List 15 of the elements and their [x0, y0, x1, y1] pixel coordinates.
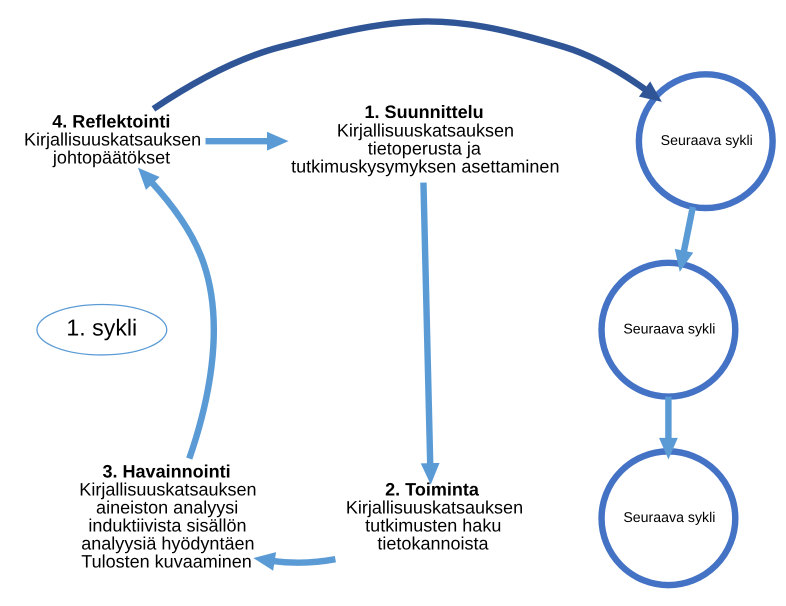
node-text: 4. Reflektointi Kirjallisuuskatsauksen johtopäätökset: [24, 111, 202, 168]
arrow: [674, 206, 696, 272]
node-circle: Seuraava sykli: [636, 71, 776, 212]
node-circle: Seuraava sykli: [598, 260, 738, 400]
node-circle: Seuraava sykli: [598, 448, 738, 588]
node-text: 1. Suunnittelu Kirjallisuuskatsauksen tietoperusta ja tutkimuskysymyksen asettaminen: [291, 102, 560, 176]
arrow: [658, 396, 678, 460]
arrow: [253, 552, 336, 571]
node-ellipse: 1. sykli: [36, 304, 168, 356]
arrow: [152, 18, 662, 112]
arrow: [138, 168, 217, 460]
arrow: [420, 182, 440, 485]
node-text: 2. Toiminta Kirjallisuuskatsauksen tutkimusten haku tietokannoista: [346, 479, 524, 554]
node-text: 3. Havainnointi Kirjallisuuskatsauksen aineiston analyysi induktiivista sisällön analyysiä hyödyntäen Tulosten kuvaaminen: [79, 461, 257, 572]
arrow: [206, 132, 289, 151]
